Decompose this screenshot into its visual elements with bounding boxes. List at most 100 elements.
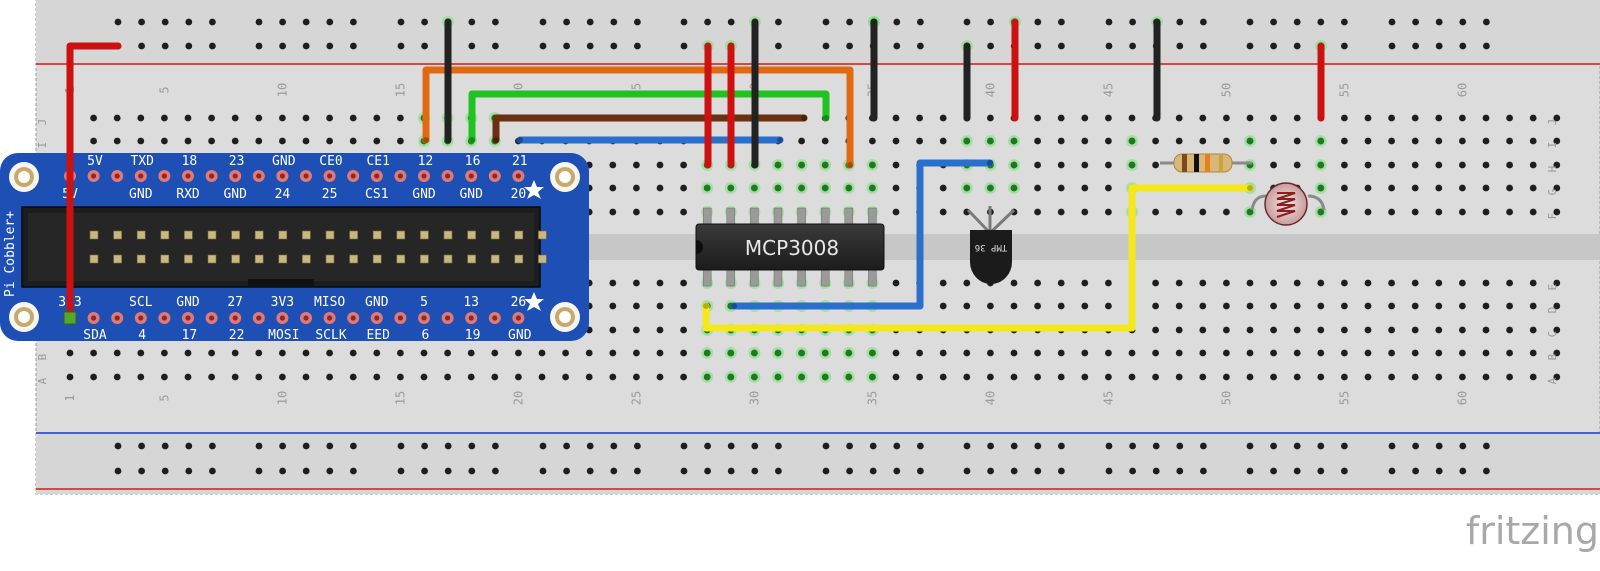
rail-hole xyxy=(397,467,405,475)
terminal-hole xyxy=(680,373,687,381)
rail-hole xyxy=(1270,442,1277,450)
rail-hole xyxy=(302,442,310,450)
terminal-hole xyxy=(939,184,947,192)
rail-hole xyxy=(255,18,263,26)
terminal-hole xyxy=(397,349,404,357)
terminal-hole xyxy=(1529,184,1537,192)
terminal-hole xyxy=(1152,208,1159,216)
terminal-hole xyxy=(420,373,428,381)
terminal-hole xyxy=(1553,208,1561,216)
connected-hole xyxy=(845,373,853,381)
row-letter: A xyxy=(36,377,49,384)
terminal-hole xyxy=(1152,373,1159,381)
terminal-hole xyxy=(1341,326,1348,334)
rail-hole xyxy=(444,442,452,450)
resistor xyxy=(1160,153,1252,173)
rail-hole xyxy=(1010,442,1018,450)
terminal-hole xyxy=(892,184,900,192)
terminal-hole xyxy=(939,349,947,357)
rail-hole xyxy=(634,442,641,450)
terminal-hole xyxy=(538,349,546,357)
column-number: 40 xyxy=(983,391,997,405)
terminal-hole xyxy=(1341,302,1348,310)
terminal-hole xyxy=(1364,184,1372,192)
terminal-hole xyxy=(1175,208,1183,216)
rail-hole xyxy=(1483,467,1490,475)
header-pin xyxy=(113,230,122,240)
cobbler-pin-hole xyxy=(421,173,427,179)
rail-hole xyxy=(751,442,759,450)
rail-hole xyxy=(492,467,499,475)
terminal-hole xyxy=(208,114,216,122)
cobbler-pin-hole xyxy=(421,315,427,321)
rail-hole xyxy=(539,42,547,50)
terminal-hole xyxy=(349,114,357,122)
terminal-hole xyxy=(1175,114,1183,122)
cobbler-pin-label: CE1 xyxy=(366,154,389,169)
connected-hole xyxy=(963,137,971,145)
header-pin xyxy=(325,254,335,264)
wire-red-3v3 xyxy=(66,42,122,322)
terminal-hole xyxy=(1388,137,1395,145)
rail-hole xyxy=(1129,467,1136,475)
terminal-hole xyxy=(1223,302,1230,310)
terminal-hole xyxy=(609,161,617,169)
cobbler-pin-label: 6 xyxy=(421,328,429,343)
wire-blue-sensor xyxy=(730,159,994,310)
wire-end xyxy=(801,115,807,121)
cobbler-pin-label: 22 xyxy=(229,328,245,343)
rail-hole xyxy=(421,18,428,26)
connected-hole xyxy=(1317,137,1325,145)
column-number: 15 xyxy=(393,83,407,97)
rail-hole xyxy=(1412,467,1419,475)
cobbler-pin-hole xyxy=(185,315,191,321)
rail-hole xyxy=(114,442,122,450)
terminal-hole xyxy=(1341,373,1348,381)
rail-hole xyxy=(963,18,971,26)
terminal-hole xyxy=(326,114,333,122)
terminal-hole xyxy=(656,161,664,169)
wire-end xyxy=(847,162,853,168)
header-pin xyxy=(89,230,99,240)
cobbler-pin-label: TXD xyxy=(130,154,154,169)
terminal-hole xyxy=(1270,137,1277,145)
terminal-hole xyxy=(184,373,192,381)
rail-hole xyxy=(1152,467,1160,475)
row-letter: A xyxy=(1546,377,1559,384)
rail-hole xyxy=(421,42,428,50)
terminal-hole xyxy=(444,349,451,357)
connected-hole xyxy=(821,184,829,192)
cobbler-pin-label: 26 xyxy=(511,295,527,310)
rail-hole xyxy=(421,467,428,475)
rail-hole xyxy=(1270,467,1277,475)
terminal-hole xyxy=(680,279,687,287)
terminal-hole xyxy=(161,137,168,145)
terminal-hole xyxy=(609,208,617,216)
terminal-hole xyxy=(680,208,687,216)
terminal-hole xyxy=(1081,161,1089,169)
header-pin xyxy=(254,254,264,264)
chip-pin xyxy=(797,207,806,227)
terminal-hole xyxy=(1482,349,1490,357)
connected-hole xyxy=(703,184,711,192)
terminal-hole xyxy=(1506,279,1513,287)
terminal-hole xyxy=(302,114,310,122)
chip-pin xyxy=(844,207,854,227)
terminal-hole xyxy=(1459,184,1466,192)
rail-hole xyxy=(209,467,216,475)
terminal-hole xyxy=(1246,302,1254,310)
connected-hole xyxy=(845,349,853,357)
terminal-hole xyxy=(491,373,499,381)
column-number: 60 xyxy=(1455,391,1469,405)
terminal-hole xyxy=(1435,279,1443,287)
terminal-hole xyxy=(1105,373,1112,381)
terminal-hole xyxy=(1341,184,1348,192)
rail-hole xyxy=(1388,442,1396,450)
terminal-hole xyxy=(1010,279,1018,287)
terminal-hole xyxy=(208,137,216,145)
column-number: 35 xyxy=(865,391,879,405)
terminal-hole xyxy=(1199,114,1207,122)
connected-hole xyxy=(1317,208,1325,216)
terminal-hole xyxy=(1506,326,1513,334)
